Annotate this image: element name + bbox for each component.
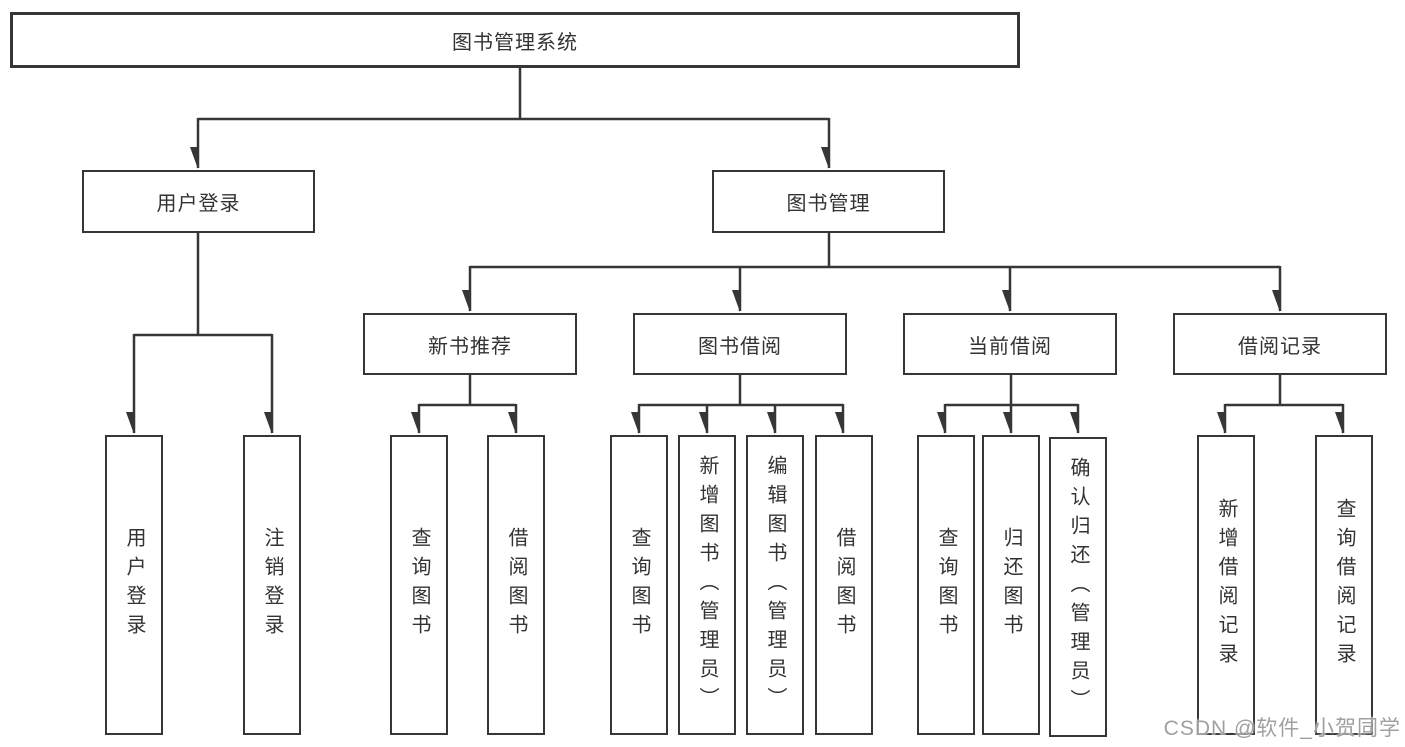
node-label: 编辑图书（管理员） [764, 454, 786, 716]
node-label: 新增图书（管理员） [696, 454, 718, 716]
leaf-return-books: 归还图书 [982, 435, 1040, 735]
node-label: 用户登录 [123, 527, 145, 643]
leaf-query-books-current: 查询图书 [917, 435, 975, 735]
node-label: 用户登录 [156, 193, 241, 215]
leaf-query-books-borrowing: 查询图书 [610, 435, 668, 735]
node-label: 查询图书 [628, 527, 650, 643]
node-label: 图书管理系统 [452, 31, 578, 54]
leaf-query-borrow-record: 查询借阅记录 [1315, 435, 1373, 735]
node-label: 图书借阅 [698, 335, 782, 358]
leaf-confirm-return-admin: 确认归还（管理员） [1049, 437, 1107, 737]
csdn-watermark: CSDN @软件_小贺同学 [1163, 717, 1401, 740]
node-label: 借阅记录 [1238, 335, 1322, 358]
node-label: 借阅图书 [833, 527, 855, 643]
leaf-query-books-recommend: 查询图书 [390, 435, 448, 735]
leaf-edit-books-admin: 编辑图书（管理员） [746, 435, 804, 735]
leaf-logout: 注销登录 [243, 435, 301, 735]
node-label: 当前借阅 [968, 335, 1052, 358]
node-label: 图书管理 [786, 193, 871, 215]
leaf-borrow-books-recommend: 借阅图书 [487, 435, 545, 735]
node-label: 借阅图书 [505, 527, 527, 643]
node-book-borrowing: 图书借阅 [633, 313, 847, 375]
node-label: 查询借阅记录 [1333, 498, 1355, 672]
leaf-user-login: 用户登录 [105, 435, 163, 735]
node-library-management-system: 图书管理系统 [10, 12, 1020, 68]
node-label: 查询图书 [935, 527, 957, 643]
leaf-add-borrow-record: 新增借阅记录 [1197, 435, 1255, 735]
node-new-book-recommendation: 新书推荐 [363, 313, 577, 375]
node-label: 注销登录 [261, 527, 283, 643]
leaf-add-books-admin: 新增图书（管理员） [678, 435, 736, 735]
node-label: 确认归还（管理员） [1067, 456, 1089, 718]
node-label: 新增借阅记录 [1215, 498, 1237, 672]
node-user-login: 用户登录 [82, 170, 315, 233]
node-label: 查询图书 [408, 527, 430, 643]
leaf-borrow-books-borrowing: 借阅图书 [815, 435, 873, 735]
node-book-management: 图书管理 [712, 170, 945, 233]
node-borrowing-records: 借阅记录 [1173, 313, 1387, 375]
node-current-borrowing: 当前借阅 [903, 313, 1117, 375]
node-label: 新书推荐 [428, 335, 512, 358]
node-label: 归还图书 [1000, 527, 1022, 643]
